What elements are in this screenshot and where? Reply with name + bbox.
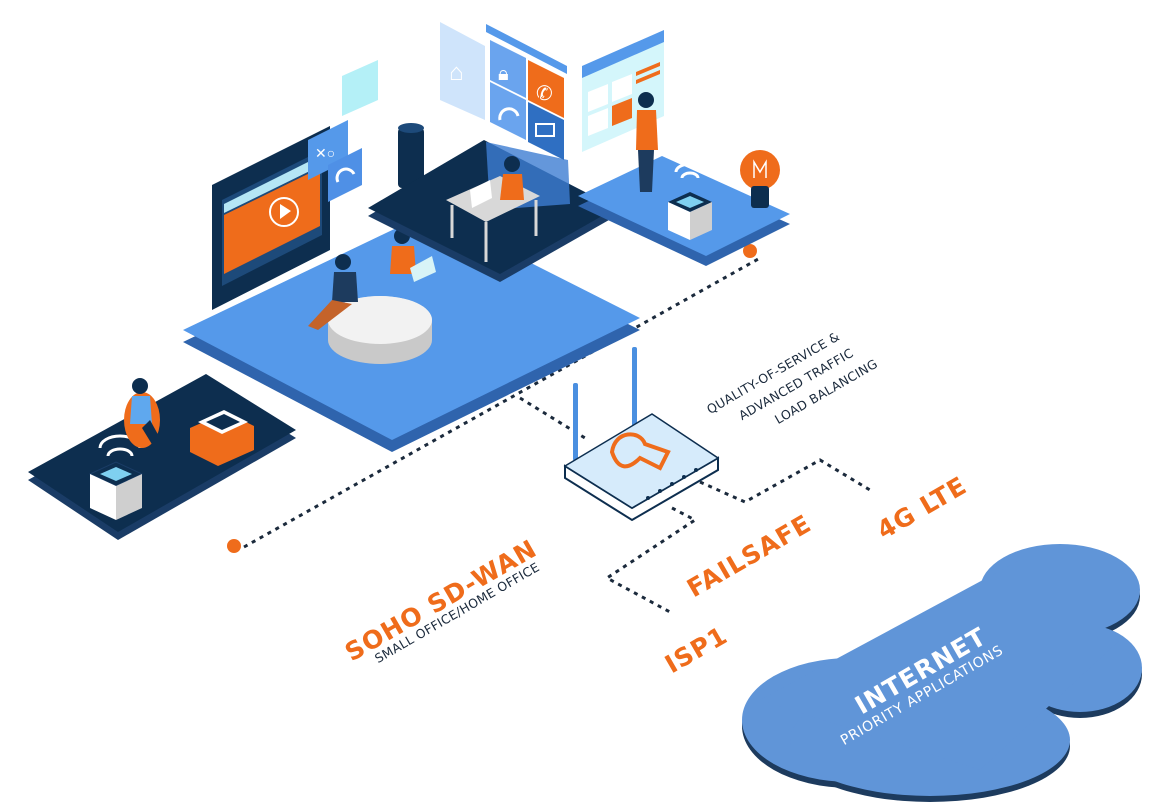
lightbulb-icon (740, 150, 780, 208)
hub-cube-left (88, 461, 144, 520)
gamepad-icon: ✕○ (315, 145, 335, 161)
app-panel: ⌂ 🔒︎ ✆ (440, 22, 567, 160)
video-conference-icon (535, 123, 555, 137)
smart-home-tile (440, 22, 485, 120)
floating-panel (342, 60, 378, 116)
tv-screen (212, 126, 330, 310)
connector-isp1 (604, 506, 698, 614)
person-gaming (308, 254, 358, 330)
hub-cube-right (668, 192, 712, 240)
endpoint-dot-left (227, 539, 241, 553)
lock-icon: 🔒︎ (498, 63, 509, 85)
smart-home-platform (578, 92, 790, 266)
play-icon (269, 197, 299, 227)
support-tile (490, 82, 526, 140)
antenna-right (632, 347, 637, 427)
video-tile (528, 102, 564, 160)
ottoman-with-tablet (190, 410, 254, 466)
phone-icon: ✆ (536, 83, 553, 105)
router-logo-icon (609, 432, 671, 471)
internet-cloud (742, 544, 1142, 802)
antenna-left (573, 383, 578, 461)
phone-tile (528, 60, 564, 118)
laptop (470, 180, 492, 208)
lounge-platform (28, 374, 296, 540)
endpoint-dot-right (743, 244, 757, 258)
smart-speaker (398, 128, 424, 188)
headset-icon (498, 107, 520, 121)
headset-tile (328, 148, 362, 202)
person-working (500, 156, 524, 200)
headset-icon-small (335, 167, 356, 183)
connector-4g-lte (699, 458, 871, 504)
person-presenting (636, 92, 658, 192)
person-laptop (390, 228, 436, 282)
person-beanbag (124, 378, 172, 464)
router (563, 347, 720, 522)
lock-tile (490, 40, 526, 98)
smart-home-icon: ⌂ (449, 59, 464, 86)
office-platform (368, 140, 616, 282)
wifi-icon-right (674, 162, 706, 173)
living-room-platform: ✕○ (183, 60, 640, 452)
